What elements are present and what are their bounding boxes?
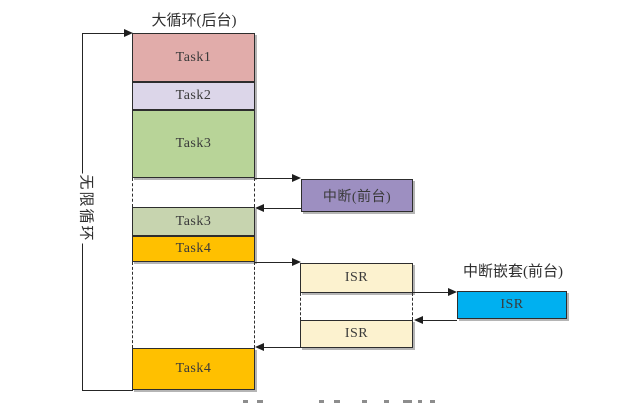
main-loop-title: 大循环(后台)	[151, 13, 237, 29]
arrow-nested-return-head-icon	[414, 316, 423, 325]
nested-interrupt-title: 中断嵌套(前台)	[463, 264, 563, 280]
arrow-task3-to-interrupt-line	[255, 178, 293, 180]
gap2-left-dashed-line	[132, 262, 133, 348]
task3-block: Task3	[132, 110, 255, 178]
nested-isr-block: ISR	[457, 291, 567, 319]
task1-block: Task1	[132, 33, 255, 82]
loop-arrowhead-icon	[124, 29, 133, 38]
caption-mark	[334, 400, 340, 403]
task4-block: Task4	[132, 236, 255, 262]
gap2-right-dashed-line	[253, 262, 255, 348]
caption-mark	[257, 400, 263, 403]
task3-resume-block: Task3	[132, 207, 255, 236]
arrow-interrupt-return-head-icon	[255, 204, 264, 213]
caption-mark	[243, 400, 248, 403]
arrow-isr-to-nested-head-icon	[448, 288, 457, 297]
arrow-interrupt-return-line	[264, 208, 301, 210]
arrow-task4-to-isr-head-icon	[292, 258, 301, 267]
interrupt-block: 中断(前台)	[301, 179, 413, 212]
caption-mark	[384, 400, 389, 403]
caption-mark	[430, 400, 435, 403]
caption-mark	[418, 400, 422, 403]
isr-gap-right-dashed-line	[411, 293, 413, 320]
task2-block: Task2	[132, 82, 255, 110]
isr-block-2: ISR	[300, 320, 413, 348]
arrow-task3-to-interrupt-head-icon	[292, 174, 301, 183]
arrow-isr-return-head-icon	[255, 343, 264, 352]
loop-line-bottom	[82, 390, 133, 392]
task4-resume-block: Task4	[132, 348, 255, 390]
arrow-isr-return-line	[264, 347, 301, 349]
arrow-task4-to-isr-line	[255, 262, 293, 264]
arrow-nested-return-line	[423, 320, 457, 322]
infinite-loop-label: 无限循环	[76, 173, 98, 244]
isr-gap-left-dashed-line	[300, 293, 301, 320]
gap1-left-dashed-line	[132, 178, 133, 207]
arrow-isr-to-nested-line	[413, 292, 449, 294]
caption-mark	[319, 400, 324, 403]
caption-mark	[403, 400, 412, 403]
caption-mark	[362, 400, 367, 403]
isr-block-1: ISR	[300, 263, 413, 293]
loop-line-top	[82, 33, 124, 35]
gap1-right-dashed-line	[253, 178, 255, 207]
